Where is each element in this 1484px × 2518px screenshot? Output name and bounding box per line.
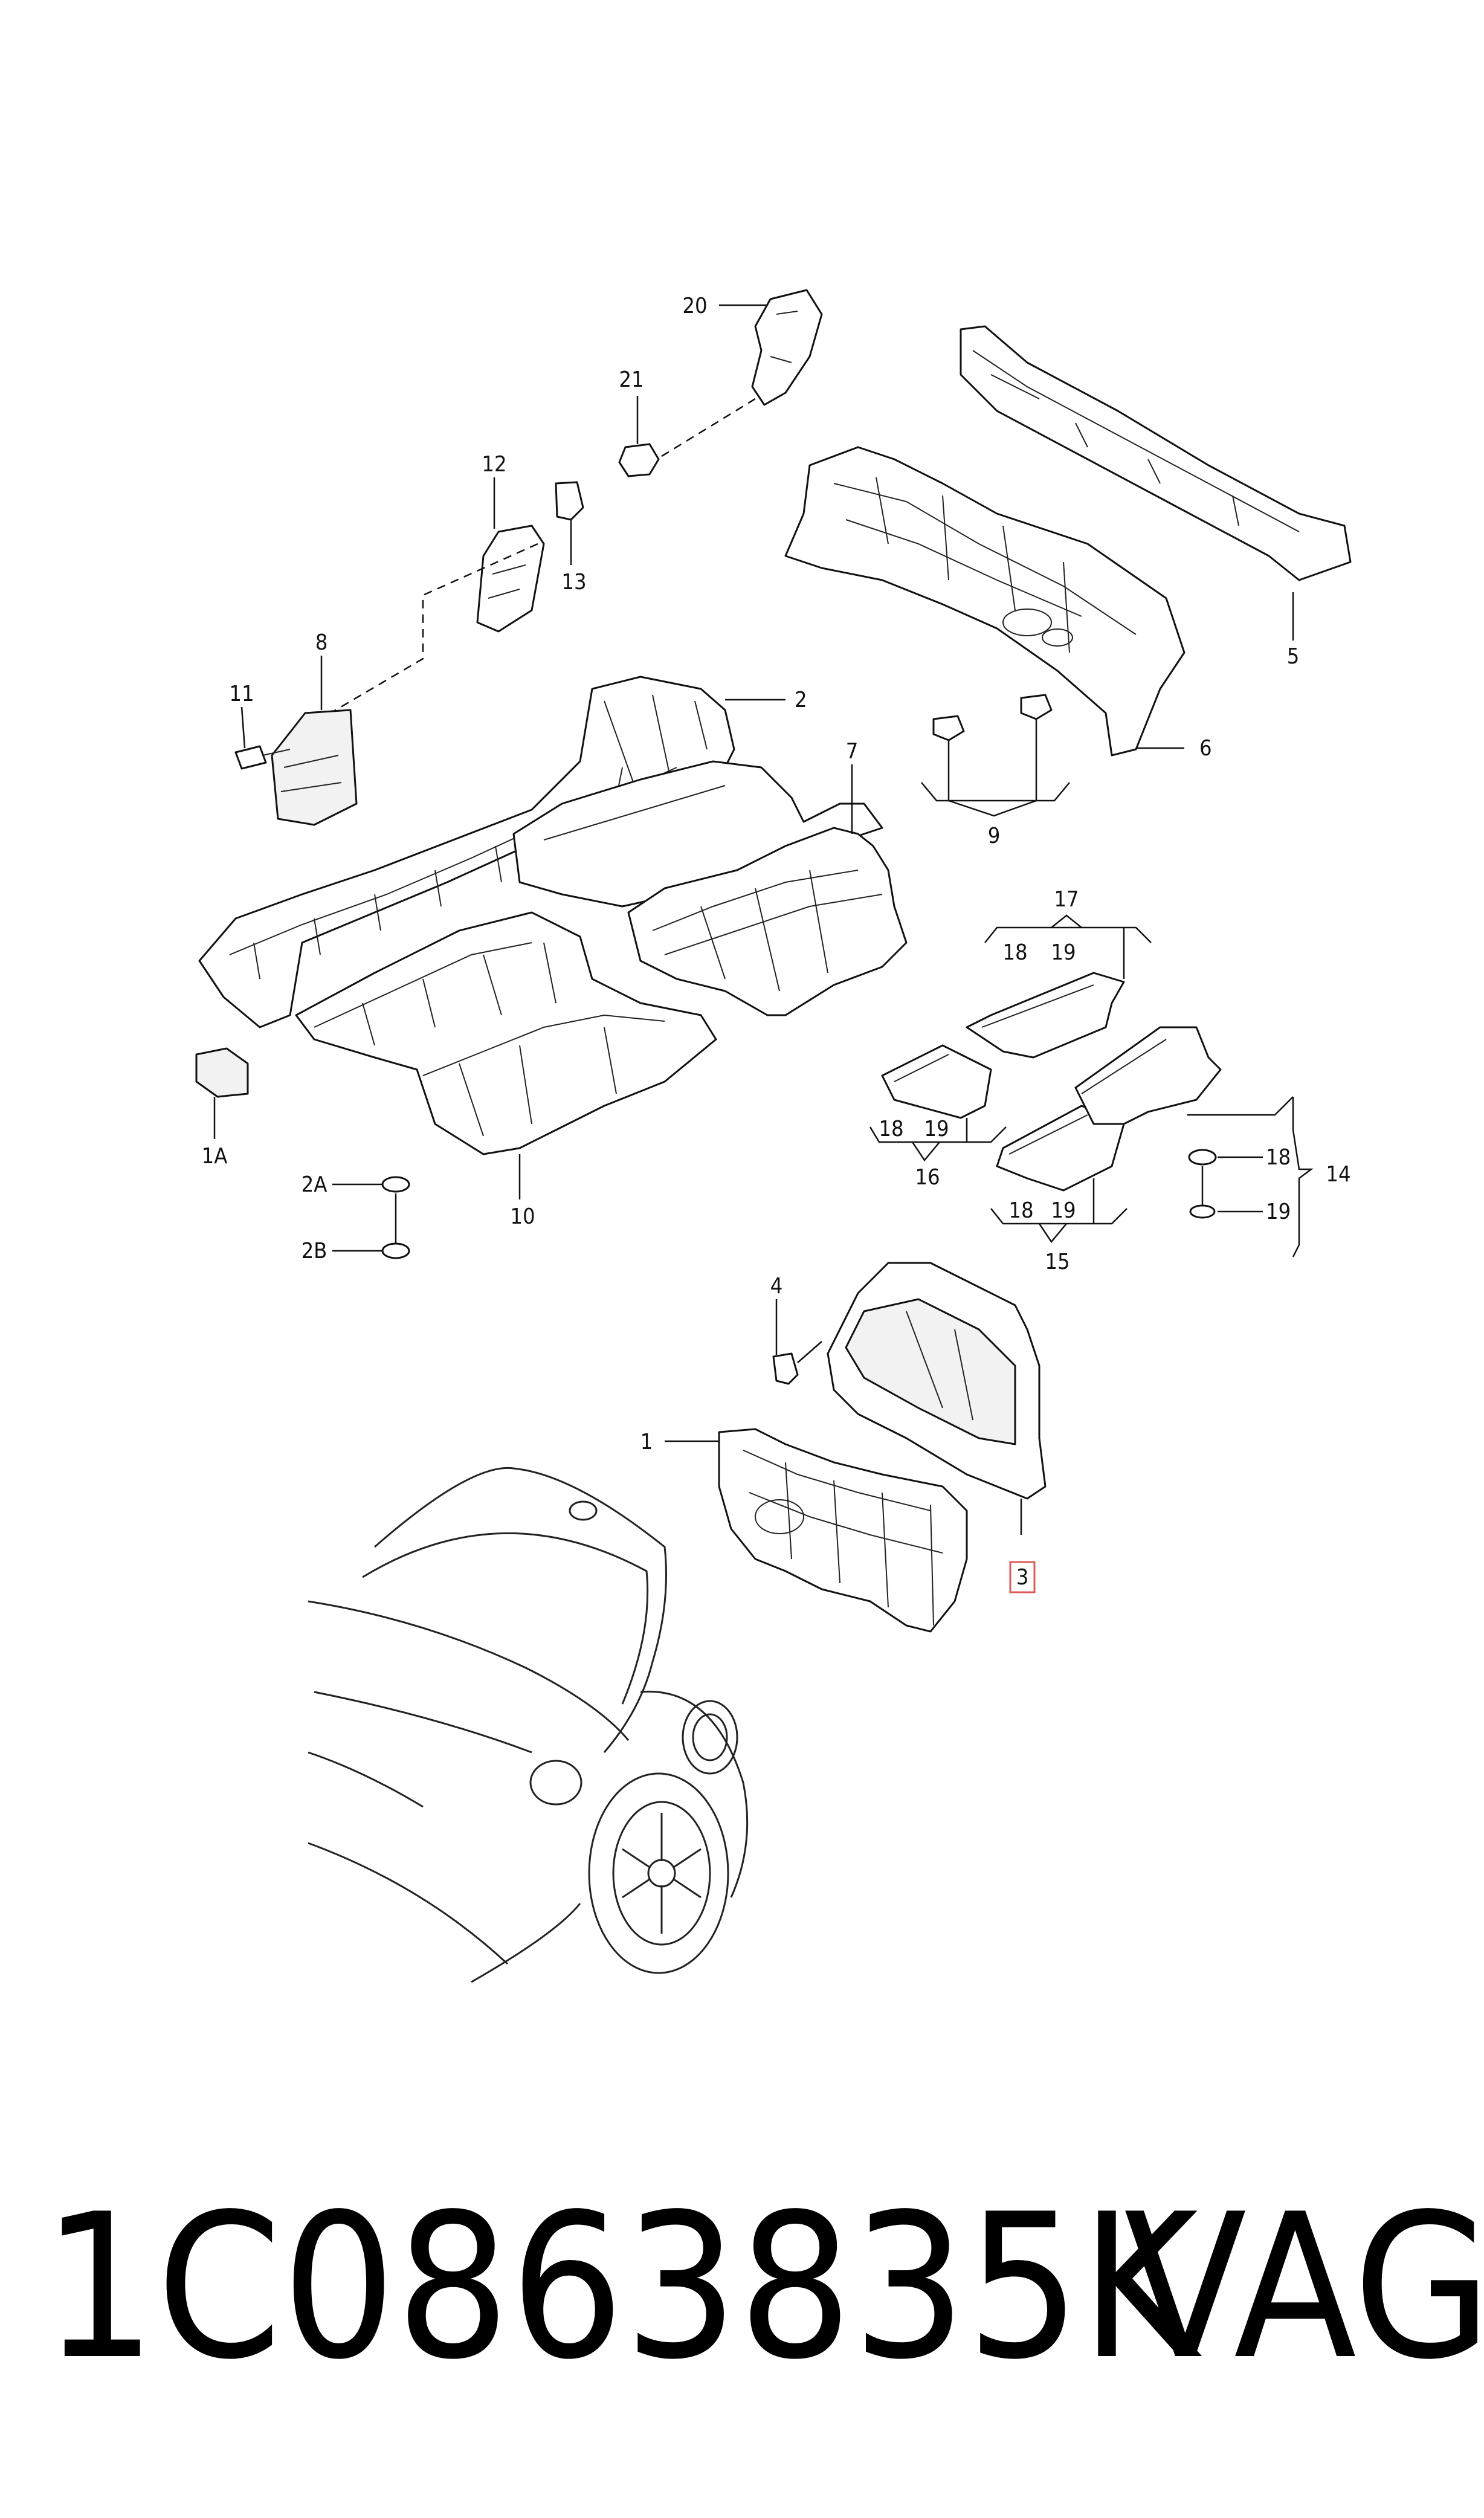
callout-3-highlight [1009,1561,1036,1593]
part-11-screw [234,706,291,770]
part-10-front-floor [295,911,717,1199]
callout-4: 4 [770,1274,783,1299]
callout-17: 17 [1054,887,1079,912]
callout-19-mat17: 19 [1051,940,1076,965]
part-4-clip [772,1299,822,1385]
part-18-grommet [1188,1149,1263,1166]
callout-3: 3 [1016,1565,1029,1590]
callout-18-mat17: 18 [1002,940,1027,965]
part-13-clip [555,481,584,565]
part-6-rear-insulation [784,446,1186,757]
car-outline [308,1467,749,1983]
part-8-panel [271,656,358,826]
callout-10: 10 [510,1204,535,1229]
part-5-crossmember [960,325,1352,641]
part-3-trunk-liner [827,1262,1047,1593]
callout-1A: 1A [202,1144,228,1169]
part-12-cover [320,477,545,720]
part-1A-block [195,1047,249,1139]
parts-diagram: 1 1A 2 2A 2B 3 4 5 6 7 8 9 10 11 12 13 1… [195,289,1352,1983]
callout-2A: 2A [302,1172,327,1197]
callout-13: 13 [561,570,586,595]
part-21-clip [618,396,756,477]
callout-20: 20 [682,294,707,318]
callout-18-mat15: 18 [1008,1198,1033,1223]
part-number: 1C0863835K [42,2171,1198,2403]
callout-19-mat16: 19 [924,1117,949,1141]
callout-12: 12 [482,452,506,477]
part-1-bulkhead-insulation [665,1428,968,1633]
part-2A-washer [332,1176,410,1193]
part-17-mat [966,914,1152,1059]
callout-9: 9 [988,824,1001,848]
callout-labels: 1 1A 2 2A 2B 3 4 5 6 7 8 9 10 11 12 13 1… [202,294,1351,1590]
callout-16: 16 [915,1165,940,1190]
callout-2: 2 [795,688,807,712]
callout-18-mat16: 18 [879,1117,903,1141]
callout-8: 8 [315,630,328,655]
callout-15: 15 [1045,1250,1069,1274]
callout-19-mat15: 19 [1051,1198,1076,1223]
callout-14: 14 [1326,1162,1350,1187]
callout-18-grommet: 18 [1266,1145,1291,1170]
part-20-bracket [719,289,823,406]
callout-2B: 2B [302,1239,327,1264]
callout-1: 1 [640,1430,653,1454]
part-16-mat [869,1044,1007,1162]
callout-21: 21 [619,367,644,392]
part-7-rear-insulation [512,760,908,1016]
part-2B-washer [332,1193,410,1259]
brand-name: VAG [1124,2171,1484,2403]
footer-caption: 1C0863835K VAG [42,2187,1484,2387]
callout-6: 6 [1199,736,1212,761]
callout-5: 5 [1287,644,1300,669]
part-9-plugs [921,694,1070,817]
part-14-mat [1074,1026,1314,1257]
part-19-grommet [1189,1166,1263,1219]
callout-19-grommet: 19 [1266,1199,1291,1224]
callout-11: 11 [229,682,254,706]
callout-7: 7 [846,739,859,764]
